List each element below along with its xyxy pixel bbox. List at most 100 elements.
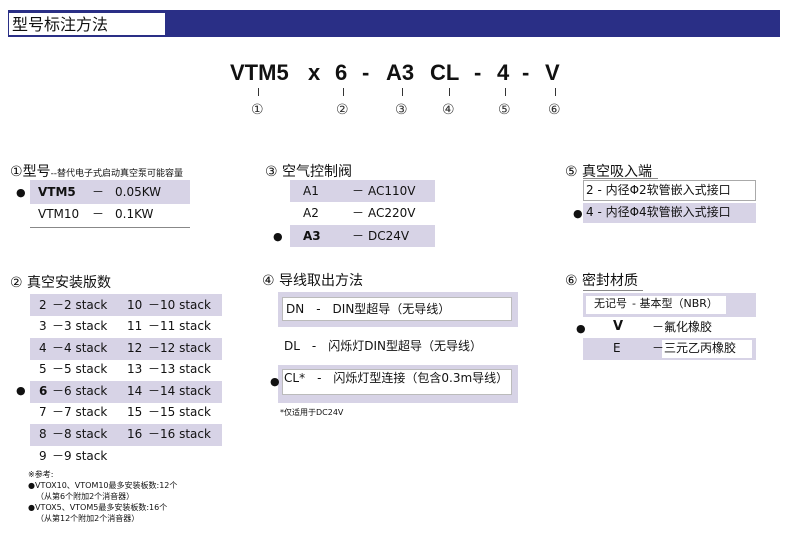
valve-row-bg: [290, 180, 435, 202]
section5-heading: ⑤ 真空吸入端: [565, 164, 653, 180]
stack-code: 11: [127, 319, 143, 333]
seal-code: 无记号: [594, 297, 627, 310]
marker-5: ⑤: [498, 102, 511, 118]
stack-code: 2: [39, 298, 47, 312]
selected-bullet: ●: [16, 186, 26, 199]
port-option: 4 - 内径Φ4软管嵌入式接口: [586, 205, 731, 219]
stack-code: 12: [127, 341, 143, 355]
series-dash: －: [92, 207, 105, 221]
section6-heading: ⑥ 密封材质: [565, 273, 639, 289]
code-port: 4: [497, 60, 510, 85]
code-seal: V: [545, 60, 560, 85]
stack-code: 14: [127, 384, 143, 398]
section3-heading: ③ 空气控制阀: [265, 164, 353, 180]
section1-heading: ①型号--替代电子式启动真空泵可能容量: [10, 164, 184, 180]
selected-row-bg: [30, 180, 190, 204]
series-value: 0.05KW: [115, 185, 162, 199]
selected-bullet: ●: [576, 322, 586, 335]
seal-value: - 基本型（NBR）: [632, 297, 718, 310]
stack-label: －4 stack: [52, 341, 108, 355]
wiring-footnote: *仅适用于DC24V: [280, 408, 344, 417]
leader-tick: [555, 88, 556, 96]
valve-dash: －: [352, 184, 365, 198]
stack-row-bg: [30, 381, 222, 403]
code-x: x: [308, 60, 321, 85]
valve-code: A2: [303, 206, 319, 220]
footnote: （从第12个附加2个消音器）: [36, 514, 140, 523]
marker-3: ③: [395, 102, 408, 118]
stack-code: 9: [39, 449, 47, 463]
valve-code: A1: [303, 184, 319, 198]
section2-heading: ② 真空安装版数: [10, 275, 112, 291]
footnote: ●VTOX10、VTOM10最多安装板数:12个: [28, 481, 178, 490]
code-valve: A3: [386, 60, 415, 85]
stack-label: －7 stack: [52, 405, 108, 419]
valve-code: A3: [303, 229, 321, 243]
stack-label: －6 stack: [52, 384, 108, 398]
seal-code: E: [613, 341, 621, 355]
divider: [583, 290, 643, 291]
wiring-option: CL* - 闪烁灯型连接（包含0.3m导线）: [284, 371, 509, 385]
wiring-option-box: [282, 297, 512, 321]
stack-code: 16: [127, 427, 143, 441]
port-option-box: [583, 180, 756, 201]
series-dash: －: [92, 185, 105, 199]
code-dash-2: -: [474, 60, 482, 85]
code-stack: 6: [335, 60, 348, 85]
code-dash-3: -: [522, 60, 530, 85]
seal-value: －三元乙丙橡胶: [652, 341, 737, 355]
divider: [30, 227, 190, 228]
stack-label: －11 stack: [148, 319, 211, 333]
leader-tick: [505, 88, 506, 96]
port-option: 2 - 内径Φ2软管嵌入式接口: [586, 183, 731, 197]
leader-tick: [449, 88, 450, 96]
leader-tick: [343, 88, 344, 96]
valve-dash: －: [352, 229, 365, 243]
stack-code: 6: [39, 384, 48, 398]
seal-option-box: [586, 296, 726, 314]
code-series: VTM5: [230, 60, 289, 85]
stack-label: －10 stack: [148, 298, 211, 312]
seal-option-box: [662, 340, 752, 358]
wiring-option: DL - 闪烁灯DIN型超导（无导线）: [284, 339, 483, 353]
stack-label: －8 stack: [52, 427, 108, 441]
stack-code: 4: [39, 341, 47, 355]
leader-tick: [402, 88, 403, 96]
stack-code: 8: [39, 427, 47, 441]
footnote: ※参考:: [28, 470, 54, 479]
stack-label: －12 stack: [148, 341, 211, 355]
wiring-option: DN - DIN型超导（无导线）: [286, 302, 451, 316]
stack-code: 5: [39, 362, 47, 376]
valve-row-bg: [290, 225, 435, 247]
stack-label: －3 stack: [52, 319, 108, 333]
marker-6: ⑥: [548, 102, 561, 118]
stack-code: 13: [127, 362, 143, 376]
code-wiring: CL: [430, 60, 460, 85]
code-dash-1: -: [362, 60, 370, 85]
stack-label: －13 stack: [148, 362, 211, 376]
leader-tick: [258, 88, 259, 96]
stack-row-bg: [30, 424, 222, 446]
page-title: 型号标注方法: [8, 12, 166, 36]
selected-bullet: ●: [270, 375, 280, 388]
seal-value: －氟化橡胶: [652, 320, 713, 334]
valve-dash: －: [352, 206, 365, 220]
footnote: ●VTOX5、VTOM5最多安装板数:16个: [28, 503, 168, 512]
stack-label: －14 stack: [148, 384, 211, 398]
stack-code: 7: [39, 405, 47, 419]
wiring-option-box: [282, 369, 512, 395]
valve-value: AC220V: [368, 206, 416, 220]
marker-2: ②: [336, 102, 349, 118]
section4-heading: ④ 导线取出方法: [262, 273, 364, 289]
stack-row-bg: [30, 294, 222, 316]
stack-label: －16 stack: [148, 427, 211, 441]
series-value: 0.1KW: [115, 207, 154, 221]
selected-bullet: ●: [16, 384, 26, 397]
selected-bullet: ●: [273, 230, 283, 243]
port-row-bg: [583, 203, 756, 223]
stack-code: 15: [127, 405, 143, 419]
footnote: （从第6个附加2个消音器）: [36, 492, 135, 501]
stack-label: －5 stack: [52, 362, 108, 376]
stack-code: 3: [39, 319, 47, 333]
seal-code: V: [613, 319, 624, 334]
